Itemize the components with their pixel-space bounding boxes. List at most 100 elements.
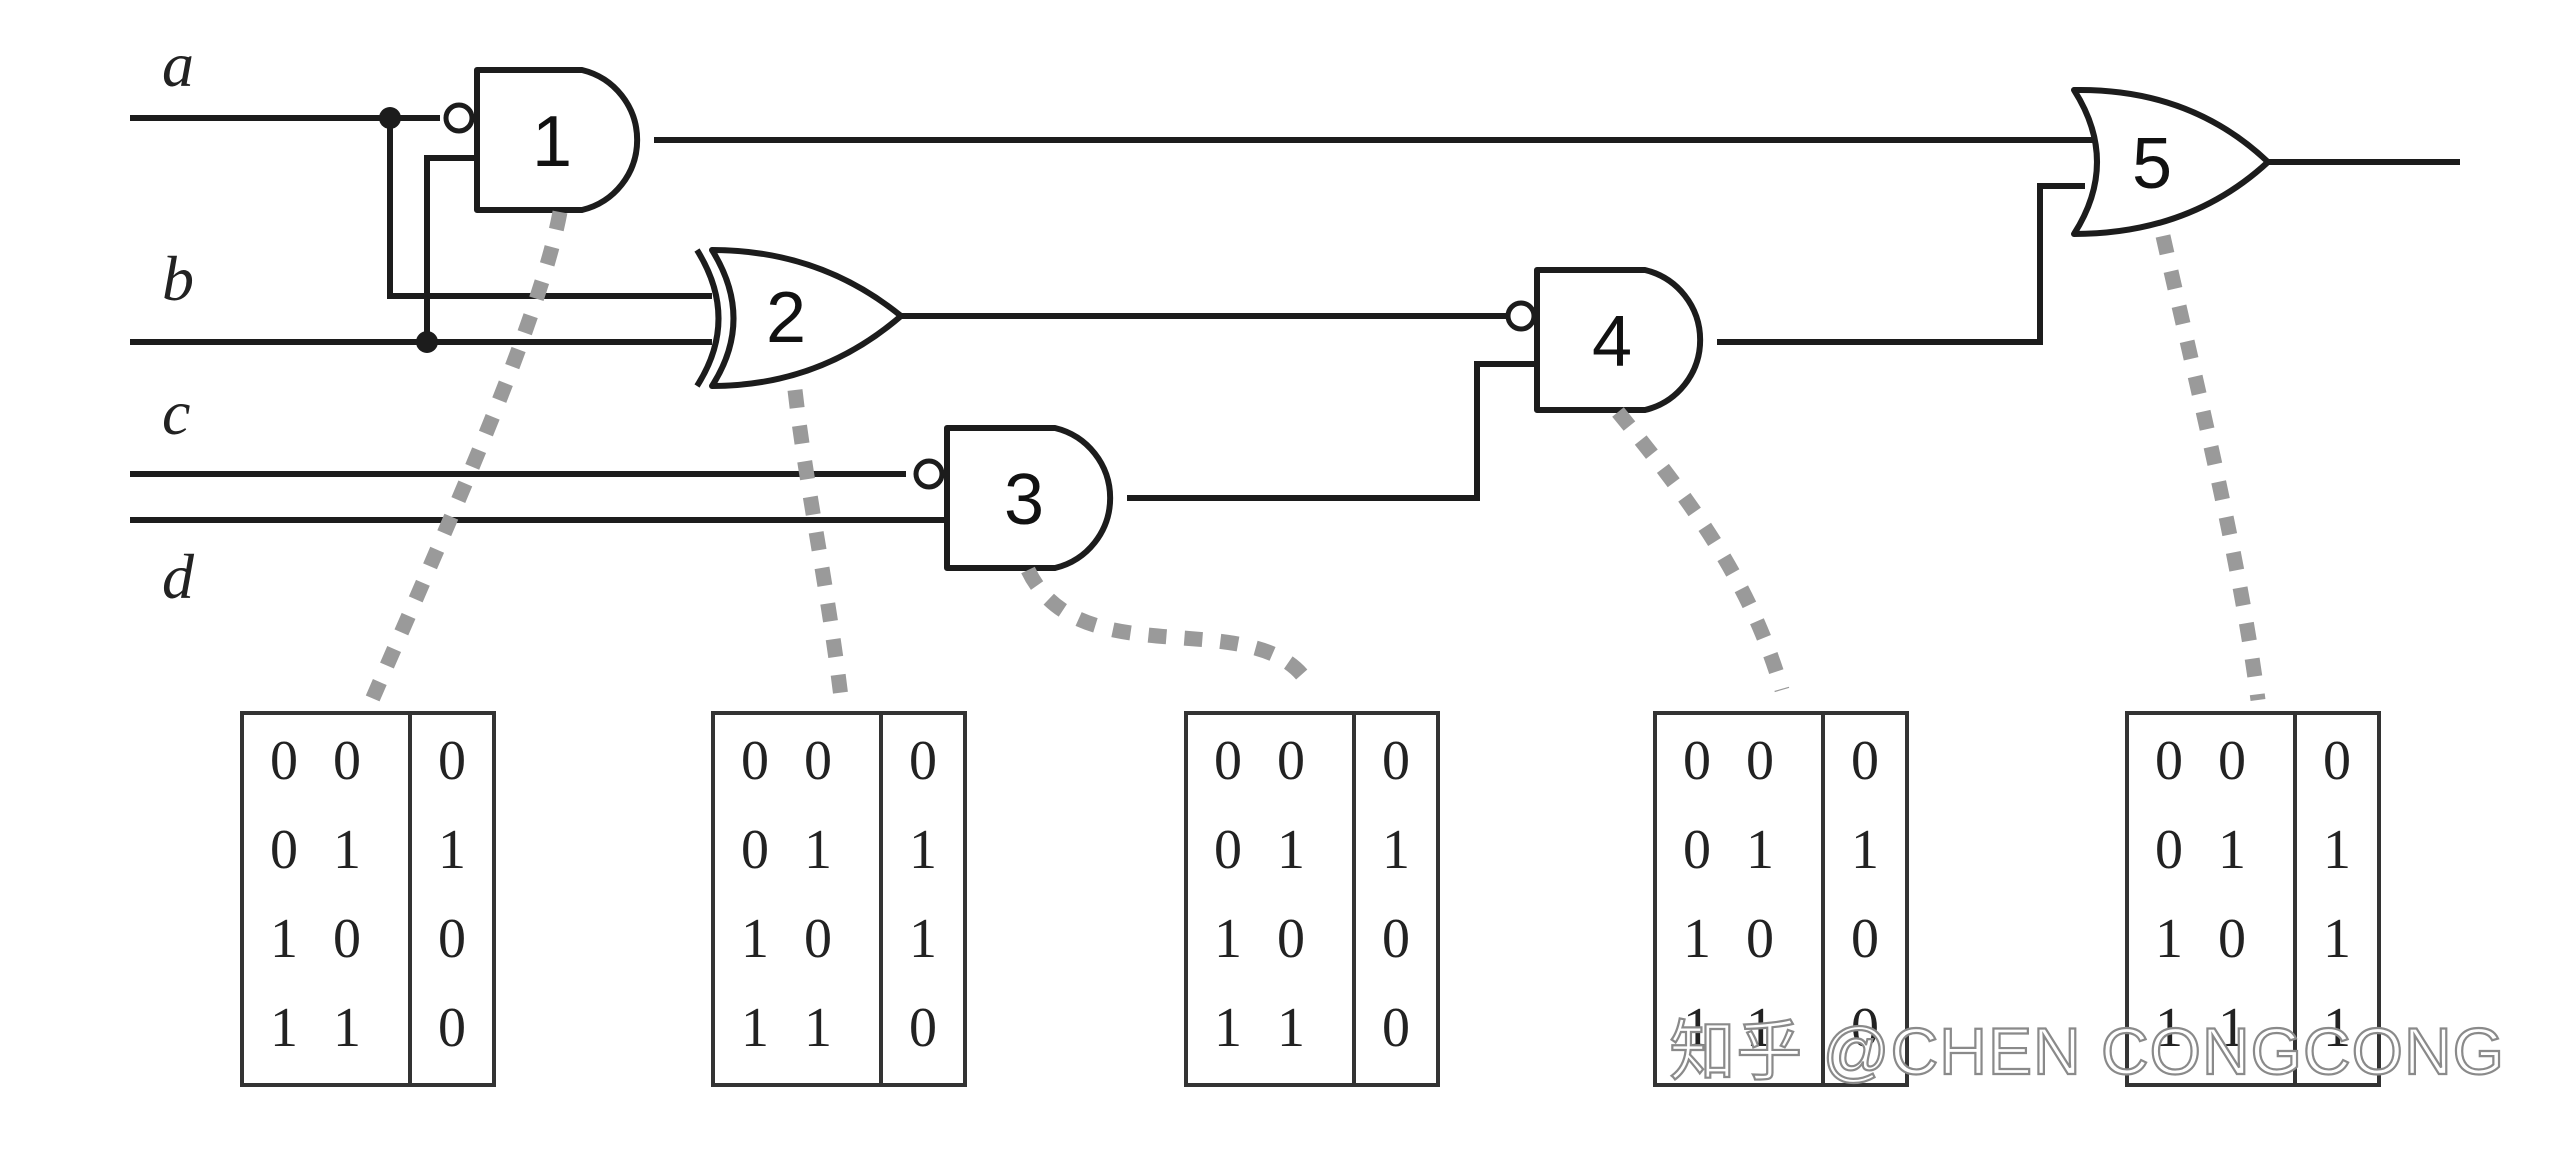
truth-table-input-cell: 1 xyxy=(333,997,361,1059)
truth-table-frame xyxy=(1184,711,1440,1087)
gate-2-label: 2 xyxy=(766,278,806,358)
truth-table-input-cell: 0 xyxy=(804,908,832,970)
input-label-b: b xyxy=(162,243,194,314)
truth-table-input-cell: 1 xyxy=(2155,997,2183,1059)
truth-table-output-cell: 0 xyxy=(438,730,466,792)
gate-2-xor-arc xyxy=(694,248,722,388)
wire-a-branch xyxy=(387,118,712,299)
gate-1-label: 1 xyxy=(532,102,572,182)
gate-3-label: 3 xyxy=(1004,460,1044,540)
gate-3-inverter-bubble xyxy=(913,458,945,490)
truth-table-input-cell: 0 xyxy=(2218,730,2246,792)
truth-table-input-cell: 0 xyxy=(1683,819,1711,881)
truth-table-output-cell: 1 xyxy=(909,819,937,881)
gate-3: 3 xyxy=(913,425,1114,571)
truth-table-input-cell: 1 xyxy=(270,997,298,1059)
junction-b xyxy=(416,331,438,353)
truth-table-input-cell: 1 xyxy=(2155,908,2183,970)
truth-table-input-cell: 1 xyxy=(270,908,298,970)
gate-2-body xyxy=(709,247,904,389)
truth-table-input-cell: 1 xyxy=(1277,819,1305,881)
truth-table-input-cell: 0 xyxy=(1214,730,1242,792)
truth-table-output-cell: 0 xyxy=(909,997,937,1059)
truth-table-input-cell: 0 xyxy=(1746,730,1774,792)
truth-table-input-cell: 0 xyxy=(1277,730,1305,792)
truth-table-input-cell: 0 xyxy=(2155,819,2183,881)
truth-table-input-cell: 1 xyxy=(1214,997,1242,1059)
gate-4-inverter-bubble xyxy=(1505,300,1537,332)
truth-table-input-cell: 1 xyxy=(333,819,361,881)
truth-table-input-cell: 0 xyxy=(333,908,361,970)
truth-table-input-cell: 1 xyxy=(2218,997,2246,1059)
gate-2: 2 xyxy=(694,247,904,389)
truth-table-output-cell: 1 xyxy=(909,908,937,970)
truth-table-output-cell: 0 xyxy=(1382,908,1410,970)
truth-table-input-cell: 1 xyxy=(741,997,769,1059)
gate-5-body xyxy=(2071,86,2271,237)
truth-table-frame xyxy=(1653,711,1909,1087)
gate-4-body xyxy=(1534,267,1704,413)
truth-table-input-cell: 1 xyxy=(1746,997,1774,1059)
truth-table-output-cell: 0 xyxy=(2323,730,2351,792)
truth-table-output-cell: 0 xyxy=(1851,908,1879,970)
truth-table-input-cell: 0 xyxy=(741,730,769,792)
watermark: 知乎 @CHEN CONGCONG xyxy=(1669,1014,2505,1088)
truth-table-frame xyxy=(240,711,496,1087)
truth-table-input-cell: 0 xyxy=(1746,908,1774,970)
truth-table-output-cell: 1 xyxy=(2323,819,2351,881)
truth-table-input-cell: 1 xyxy=(741,908,769,970)
input-label-d: d xyxy=(162,541,195,612)
truth-table-input-cell: 1 xyxy=(804,997,832,1059)
gate-1: 1 xyxy=(443,67,641,213)
truth-table-output-cell: 0 xyxy=(1382,730,1410,792)
truth-table-input-cell: 1 xyxy=(1746,819,1774,881)
leaders xyxy=(365,210,2266,707)
truth-table-output-cell: 0 xyxy=(1382,997,1410,1059)
truth-table-input-cell: 0 xyxy=(1277,908,1305,970)
truth-table-input-cell: 1 xyxy=(1277,997,1305,1059)
truth-table-output-cell: 1 xyxy=(2323,997,2351,1059)
truth-table-output-cell: 0 xyxy=(1851,730,1879,792)
wire-g3-out xyxy=(1127,361,1537,501)
truth-table-input-cell: 0 xyxy=(270,819,298,881)
gate-5: 5 xyxy=(2071,86,2271,237)
truth-table-input-cell: 0 xyxy=(333,730,361,792)
junction-a xyxy=(379,107,401,129)
leader-gate-5 xyxy=(2155,234,2266,701)
truth-table-input-cell: 1 xyxy=(1683,997,1711,1059)
truth-table-output-cell: 1 xyxy=(438,819,466,881)
gate-5-label: 5 xyxy=(2132,124,2172,204)
truth-table-output-cell: 1 xyxy=(1382,819,1410,881)
truth-table-output-cell: 0 xyxy=(438,908,466,970)
gate-4: 4 xyxy=(1505,267,1704,413)
leader-gate-3 xyxy=(1021,566,1317,691)
truth-table-input-cell: 0 xyxy=(1683,730,1711,792)
leader-gate-1 xyxy=(365,210,568,703)
leader-gate-4 xyxy=(1612,407,1790,693)
truth-table-output-cell: 0 xyxy=(438,997,466,1059)
gate-1-body xyxy=(474,67,641,213)
input-label-a: a xyxy=(162,29,194,100)
truth-table-frame xyxy=(711,711,967,1087)
truth-table-output-cell: 0 xyxy=(1851,997,1879,1059)
gate-1-inverter-bubble xyxy=(443,102,475,134)
truth-table-input-cell: 0 xyxy=(804,730,832,792)
truth-table-input-cell: 0 xyxy=(1214,819,1242,881)
wire-b-branch xyxy=(424,155,477,342)
truth-table-frame xyxy=(2125,711,2381,1087)
truth-table-input-cell: 0 xyxy=(270,730,298,792)
truth-table-input-cell: 0 xyxy=(2155,730,2183,792)
truth-table-input-cell: 1 xyxy=(2218,819,2246,881)
truth-table-output-cell: 0 xyxy=(909,730,937,792)
truth-table-input-cell: 0 xyxy=(2218,908,2246,970)
truth-table-input-cell: 0 xyxy=(741,819,769,881)
wire-g4-out xyxy=(1717,183,2085,345)
leader-gate-2 xyxy=(787,389,850,707)
wires xyxy=(130,115,2460,523)
